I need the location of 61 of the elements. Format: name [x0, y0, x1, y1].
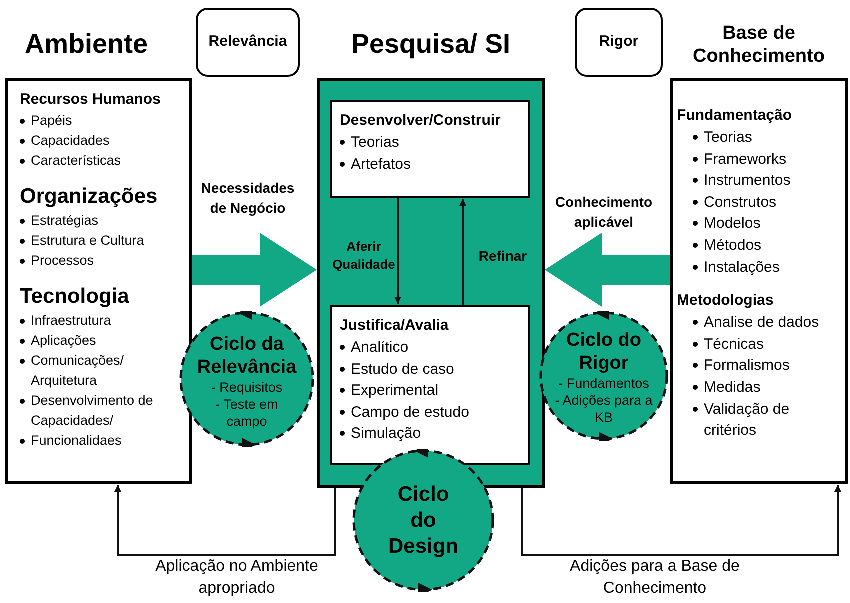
edge-label: Aplicação no Ambiente apropriado: [154, 557, 320, 599]
list-item: Infraestrutura: [31, 312, 112, 330]
list-item: Funcionalidaes: [31, 432, 122, 450]
list-item: Estudo de caso: [351, 360, 454, 380]
list-item: Modelos: [704, 214, 761, 234]
list-item: Estrutura e Cultura: [31, 232, 144, 250]
section-heading: Organizações: [20, 184, 159, 210]
list-item: Métodos: [704, 236, 762, 256]
box-label: Relevância: [208, 32, 288, 52]
section-heading: Fundamentação: [677, 106, 794, 126]
list-item: Técnicas: [704, 334, 764, 355]
edge-label: Necessidades de Negócio: [200, 179, 296, 218]
list-item: Estratégias: [31, 212, 99, 230]
list-item: Comunicações/ Arquitetura: [31, 352, 126, 390]
edge-label: Adições para a Base de Conhecimento: [569, 557, 741, 599]
list-item: Teorias: [351, 133, 400, 153]
panel-heading: Base de Conhecimento: [692, 22, 826, 68]
cycle-title: Ciclo do Rigor: [566, 328, 642, 374]
list-item: Papéis: [31, 112, 72, 130]
list-item: Instrumentos: [704, 171, 791, 192]
list-item: Aplicações: [31, 332, 96, 350]
arrow: [394, 198, 402, 304]
section-heading: Tecnologia: [20, 284, 130, 310]
cycle-item: - Requisitos: [211, 378, 283, 396]
list-item: Teorias: [704, 128, 752, 148]
list-item: Validação de critérios: [704, 400, 791, 442]
cycle-item: - Fundamentos: [558, 374, 650, 392]
list-item: Analise de dados: [704, 313, 820, 334]
list-item: Capacidades: [31, 132, 110, 150]
list-item: Analítico: [351, 338, 409, 358]
list-item: Construtos: [704, 192, 777, 213]
list-item: Formalismos: [704, 356, 790, 376]
cycle-item: - Adições para a KB: [554, 392, 654, 426]
list-item: Frameworks: [704, 150, 787, 170]
cycle-title: Ciclo do Design: [388, 482, 459, 560]
section-heading: Recursos Humanos: [20, 90, 162, 110]
edge-label: Conhecimento aplicável: [554, 193, 654, 232]
cycle-item: - Teste em campo: [214, 396, 280, 430]
arrow: [521, 485, 842, 556]
section-heading: Desenvolver/Construir: [340, 111, 502, 131]
section-heading: Metodologias: [677, 291, 775, 312]
panel-heading: Pesquisa/ SI: [350, 28, 512, 61]
list-item: Instalações: [704, 258, 780, 278]
list-item: Simulação: [351, 424, 422, 444]
section-heading: Justifica/Avalia: [340, 316, 450, 336]
list-item: Processos: [31, 252, 94, 270]
block-arrow: [192, 233, 317, 307]
list-item: Experimental: [351, 381, 439, 401]
block-arrow: [545, 233, 670, 307]
list-item: Artefatos: [351, 155, 412, 175]
arrow: [460, 199, 466, 305]
arrow: [114, 485, 336, 556]
edge-label: Aferir Qualidade: [332, 238, 396, 274]
list-item: Desenvolvimento de Capacidades/: [31, 392, 154, 430]
cycle-title: Ciclo da Relevância: [197, 332, 297, 378]
list-item: Medidas: [704, 378, 761, 398]
list-item: Campo de estudo: [351, 402, 470, 422]
list-item: Características: [31, 152, 122, 170]
edge-label: Refinar: [478, 247, 528, 266]
box-label: Rigor: [599, 32, 639, 52]
panel-heading: Ambiente: [24, 28, 150, 61]
